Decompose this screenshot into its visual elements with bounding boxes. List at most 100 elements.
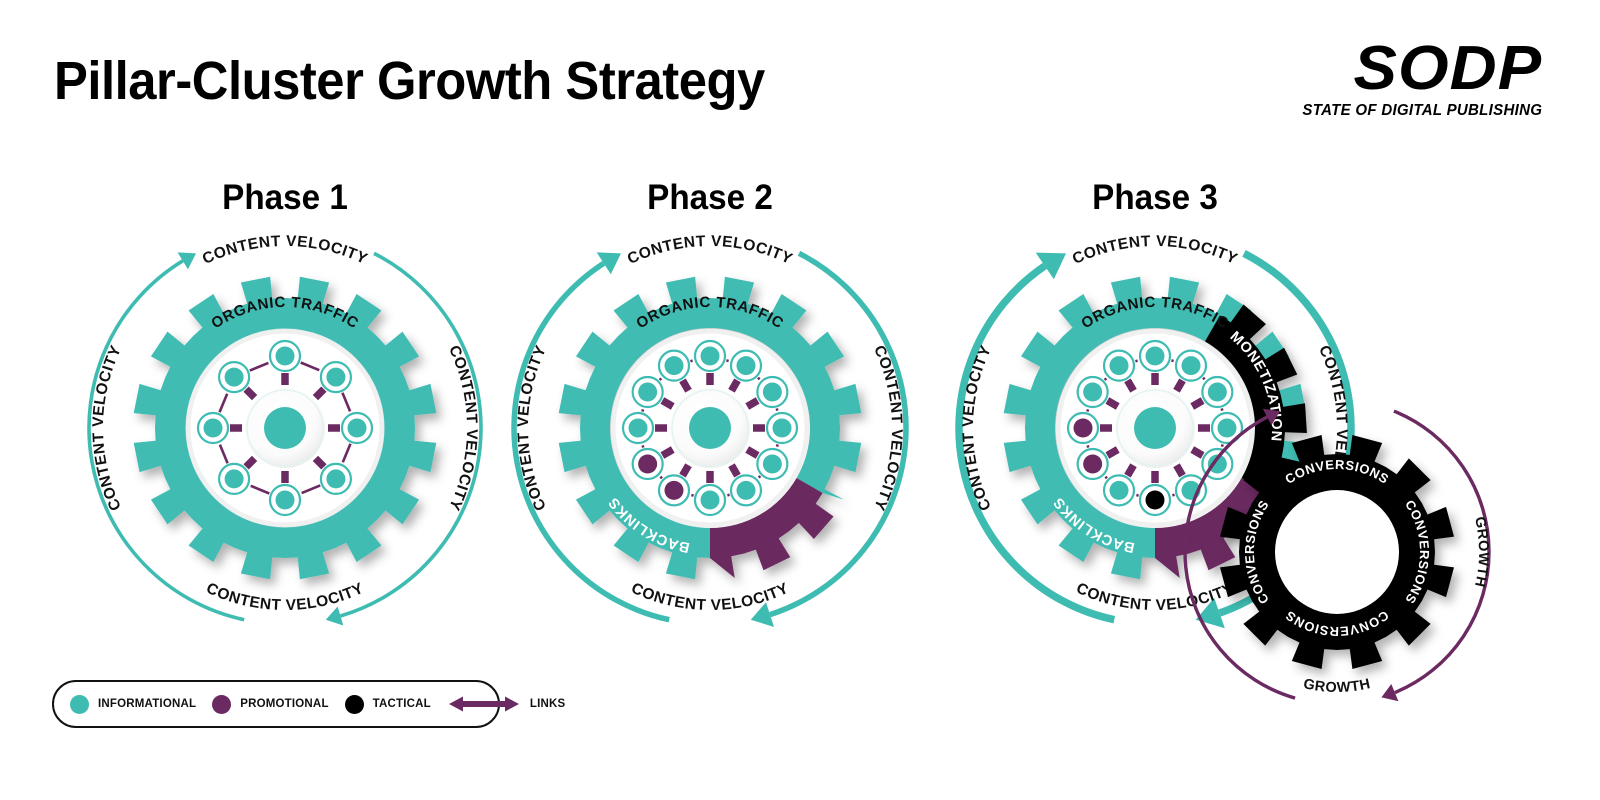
growth-arc-left-line bbox=[1183, 415, 1296, 700]
gear-segment-monetization[interactable] bbox=[1205, 304, 1307, 493]
content-velocity-label-top: CONTENT VELOCITY bbox=[200, 233, 370, 268]
cluster-spoke bbox=[1173, 463, 1186, 478]
growth-arc-right-arrowhead bbox=[1381, 683, 1399, 702]
cluster-node[interactable] bbox=[1145, 346, 1165, 366]
cluster-node[interactable] bbox=[1073, 418, 1093, 438]
legend-label-tactical: TACTICAL bbox=[372, 698, 431, 710]
cluster-node[interactable] bbox=[638, 382, 658, 402]
cluster-link bbox=[249, 361, 269, 372]
content-velocity-label-right: CONTENT VELOCITY bbox=[870, 343, 905, 513]
cluster-spoke bbox=[312, 386, 327, 401]
tactical-color-icon bbox=[344, 694, 364, 714]
legend-item-tactical: TACTICAL bbox=[344, 694, 431, 714]
cluster-link bbox=[1103, 377, 1108, 381]
cluster-link bbox=[691, 493, 694, 497]
content-velocity-arc-left-line bbox=[87, 259, 245, 622]
cluster-link bbox=[341, 392, 352, 412]
cluster-node[interactable] bbox=[762, 382, 782, 402]
cluster-node[interactable] bbox=[203, 418, 223, 438]
cluster-node[interactable] bbox=[1217, 418, 1237, 438]
legend-item-links: LINKS bbox=[447, 694, 566, 714]
content-velocity-label-right: CONTENT VELOCITY bbox=[445, 343, 480, 513]
cluster-link bbox=[775, 444, 779, 447]
cluster-link bbox=[1104, 475, 1108, 480]
cluster-link bbox=[1220, 444, 1224, 447]
content-velocity-arc-right-line bbox=[339, 251, 483, 618]
double-arrow-icon bbox=[448, 696, 519, 712]
informational-color-icon bbox=[70, 694, 89, 714]
cluster-node[interactable] bbox=[275, 490, 295, 510]
cluster-link bbox=[1086, 445, 1090, 448]
cluster-link bbox=[1135, 359, 1138, 363]
cluster-node[interactable] bbox=[700, 346, 720, 366]
cluster-hub-core[interactable] bbox=[689, 407, 731, 449]
cluster-node[interactable] bbox=[638, 454, 658, 474]
gear-inner-shade bbox=[185, 328, 385, 528]
legend-label-links: LINKS bbox=[529, 698, 566, 710]
cluster-node[interactable] bbox=[1145, 490, 1165, 510]
cluster-spoke bbox=[660, 446, 675, 459]
cluster-node[interactable] bbox=[1083, 454, 1103, 474]
gear-segment-backlinks[interactable] bbox=[710, 478, 834, 578]
logo-wordmark: SODP bbox=[1353, 34, 1542, 103]
legend-item-promotional: PROMOTIONAL bbox=[212, 694, 328, 714]
content-velocity-arc-left bbox=[955, 252, 1116, 624]
gear-inner-shade bbox=[610, 328, 810, 528]
cluster-node[interactable] bbox=[347, 418, 367, 438]
cluster-spoke bbox=[243, 386, 258, 401]
cluster-link bbox=[1171, 359, 1174, 363]
cluster-node[interactable] bbox=[1109, 480, 1129, 500]
cluster-node[interactable] bbox=[736, 356, 756, 376]
content-velocity-arc-left bbox=[87, 252, 245, 622]
cluster-node[interactable] bbox=[664, 480, 684, 500]
content-velocity-arc-left-line bbox=[511, 261, 670, 623]
conversions-gear-hole bbox=[1275, 490, 1399, 614]
cluster-spoke bbox=[1124, 463, 1137, 478]
cluster-spoke bbox=[728, 463, 741, 478]
content-velocity-arc-right-line bbox=[769, 250, 909, 618]
cluster-node[interactable] bbox=[1181, 356, 1201, 376]
cluster-node[interactable] bbox=[224, 469, 244, 489]
cluster-node[interactable] bbox=[275, 346, 295, 366]
cluster-node[interactable] bbox=[326, 367, 346, 387]
cluster-node[interactable] bbox=[736, 480, 756, 500]
cluster-node[interactable] bbox=[1207, 382, 1227, 402]
cluster-node[interactable] bbox=[224, 367, 244, 387]
cluster-spoke bbox=[679, 378, 692, 393]
cluster-link bbox=[218, 444, 229, 464]
cluster-node[interactable] bbox=[664, 356, 684, 376]
cluster-hub-core[interactable] bbox=[1134, 407, 1176, 449]
cluster-link bbox=[341, 443, 352, 463]
phase-2-cluster bbox=[621, 339, 799, 517]
gear-segment-organic-traffic[interactable] bbox=[558, 276, 862, 580]
phase-1-cluster bbox=[196, 339, 374, 517]
cluster-link bbox=[726, 359, 729, 363]
phase-2-label: Phase 2 bbox=[647, 178, 773, 217]
cluster-link bbox=[218, 393, 229, 413]
content-velocity-arc-right bbox=[750, 250, 909, 627]
phase-3-label: Phase 3 bbox=[1092, 178, 1218, 217]
cluster-link bbox=[690, 359, 693, 363]
growth-arc-right bbox=[1381, 409, 1491, 702]
cluster-spoke bbox=[1190, 446, 1205, 459]
cluster-link bbox=[659, 475, 663, 480]
cluster-node[interactable] bbox=[1207, 454, 1227, 474]
cluster-node[interactable] bbox=[700, 490, 720, 510]
cluster-spoke bbox=[1190, 397, 1205, 410]
cluster-node[interactable] bbox=[326, 469, 346, 489]
cluster-link bbox=[757, 376, 761, 381]
cluster-link bbox=[1202, 376, 1206, 381]
cluster-node[interactable] bbox=[762, 454, 782, 474]
content-velocity-arc-left bbox=[511, 252, 670, 623]
cluster-link bbox=[301, 484, 321, 495]
cluster-node[interactable] bbox=[772, 418, 792, 438]
cluster-node[interactable] bbox=[1109, 356, 1129, 376]
cluster-node[interactable] bbox=[628, 418, 648, 438]
cluster-hub-core[interactable] bbox=[264, 407, 306, 449]
cluster-link bbox=[1136, 493, 1139, 497]
growth-label-bottom: GROWTH bbox=[1302, 676, 1372, 696]
content-velocity-label-bottom: CONTENT VELOCITY bbox=[204, 580, 367, 614]
cluster-node[interactable] bbox=[1083, 382, 1103, 402]
cluster-spoke bbox=[728, 378, 741, 393]
